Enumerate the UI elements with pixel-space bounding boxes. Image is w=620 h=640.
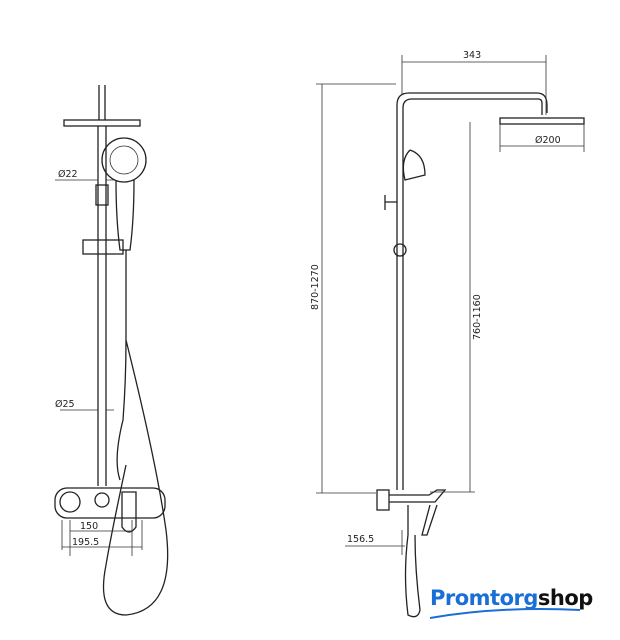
holder-knob (384, 195, 397, 210)
riser-pipe (97, 126, 107, 486)
side-hand-shower (402, 149, 426, 181)
hand-shower-head (101, 137, 147, 183)
side-view: 343 Ø200 870-1270 760-1160 156.5 (310, 50, 585, 618)
hand-shower-handle (115, 179, 135, 251)
dim-width-150: 150 (80, 521, 98, 532)
side-lever (421, 504, 438, 536)
dim-width-195: 195.5 (72, 537, 99, 548)
promtorgshop-logo: Promtorgshop (430, 586, 593, 610)
mixer-body (54, 487, 166, 519)
dim-front-pipe: Ø22 (58, 169, 78, 180)
dim-arm: 343 (463, 50, 481, 61)
mixer-lever (121, 491, 137, 533)
front-view: Ø25 Ø22 150 195.5 (54, 85, 169, 616)
dim-slide-height: 760-1160 (472, 294, 483, 340)
dim-front-riser: Ø25 (55, 399, 75, 410)
dim-head: Ø200 (535, 135, 561, 146)
logo-part1: Promtorg (430, 586, 538, 610)
side-mixer (389, 489, 447, 618)
overhead-shower-head (63, 119, 141, 127)
side-overhead-head (499, 117, 585, 125)
diverter-knob (59, 491, 81, 513)
hose (102, 250, 169, 616)
riser-and-arm (396, 92, 548, 490)
dim-offset: 156.5 (347, 534, 374, 545)
slide-holder (82, 239, 124, 255)
logo-part2: shop (537, 586, 593, 610)
top-pipe (98, 85, 106, 120)
dim-total-height: 870-1270 (310, 264, 321, 310)
logo-swoosh (429, 608, 581, 619)
